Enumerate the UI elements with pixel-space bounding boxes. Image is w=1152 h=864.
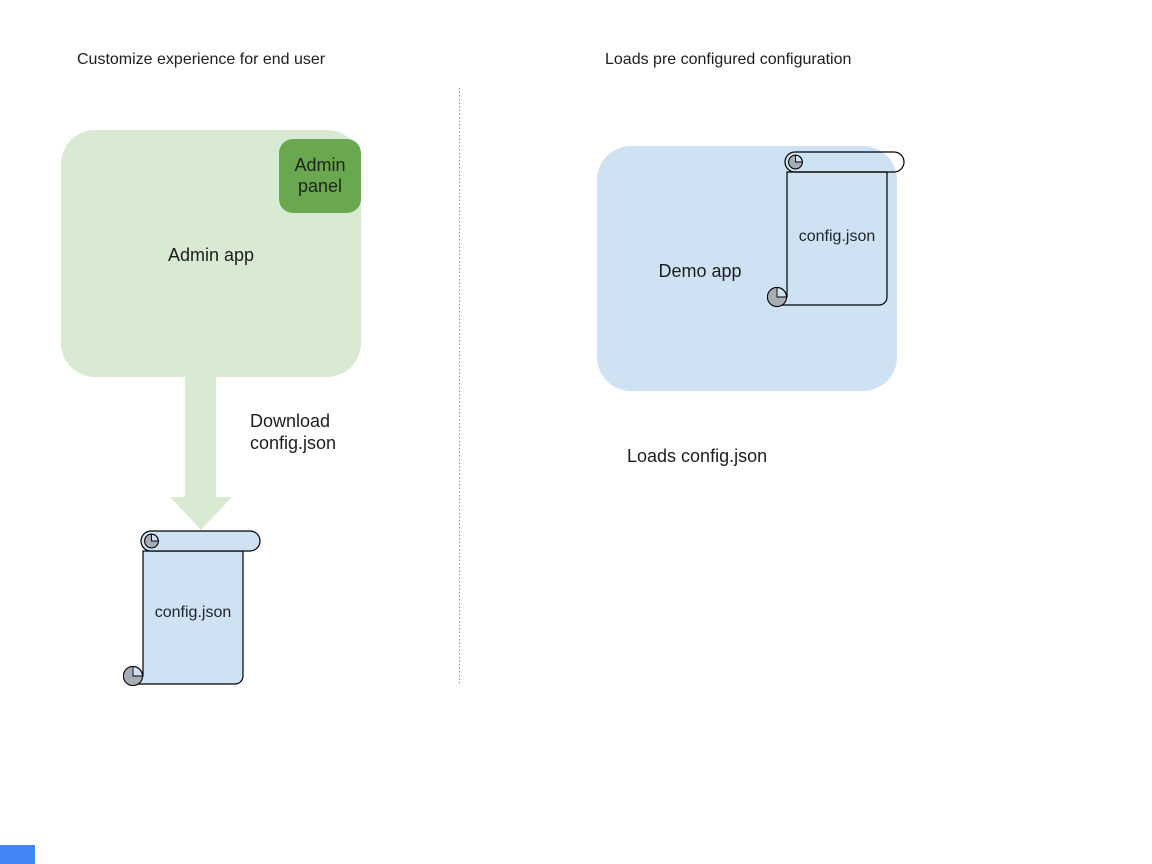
config-file-scroll-icon <box>123 530 261 687</box>
demo-app-label: Demo app <box>658 261 742 281</box>
download-arrow-label: Download config.json <box>250 411 337 453</box>
scroll-top-spiral-shade <box>144 533 159 549</box>
corner-marker <box>0 845 35 864</box>
scroll-body <box>777 171 888 306</box>
demo-app-box <box>597 146 897 391</box>
scroll-bottom-curl-shade <box>767 287 787 307</box>
config-file-label-left: config.json <box>154 604 232 621</box>
section-divider <box>459 88 460 685</box>
config-file-scroll-icon <box>767 151 905 308</box>
scroll-body <box>133 550 244 685</box>
admin-app-label: Admin app <box>167 245 255 265</box>
loads-config-caption: Loads config.json <box>627 446 768 466</box>
download-arrow-head <box>170 497 232 530</box>
scroll-top-roll <box>784 151 905 173</box>
scroll-top-spiral-shade <box>788 154 803 170</box>
download-arrow-shaft <box>185 377 216 497</box>
scroll-bottom-curl-shade <box>123 666 143 686</box>
admin-panel-label: Admin panel <box>294 155 346 196</box>
left-section-title: Customize experience for end user <box>77 51 326 68</box>
admin-panel-box: Admin panel <box>279 139 361 213</box>
right-section-title: Loads pre configured configuration <box>605 51 852 68</box>
config-file-label-right: config.json <box>798 228 876 245</box>
scroll-top-roll <box>140 530 261 552</box>
